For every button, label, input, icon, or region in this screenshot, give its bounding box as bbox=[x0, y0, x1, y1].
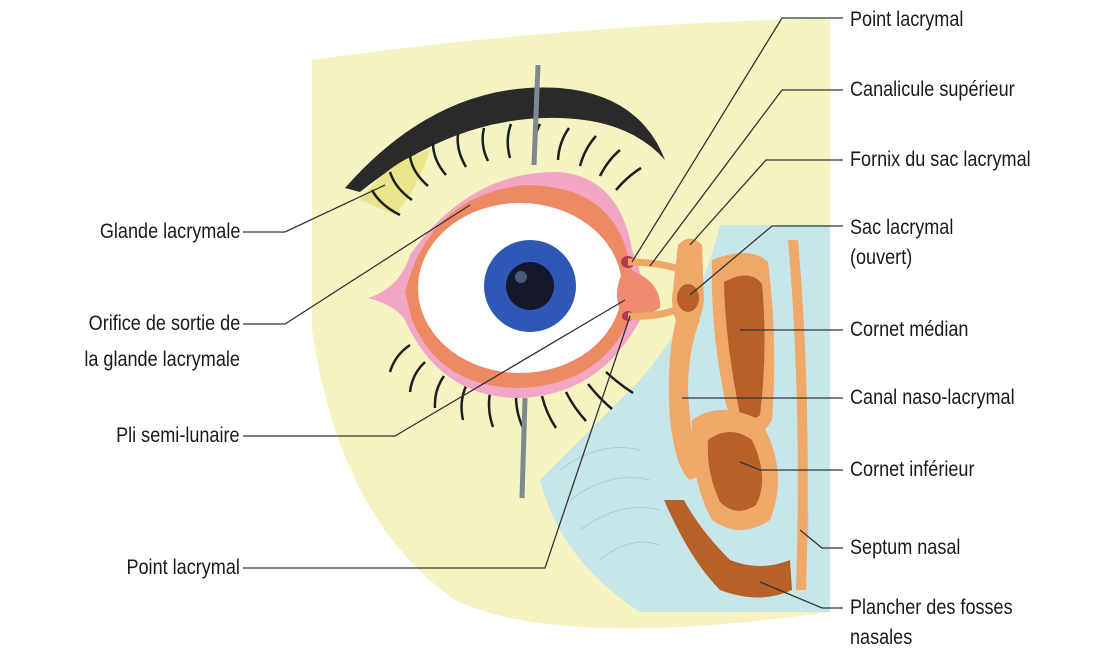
label-canal-naso-lacrymal: Canal naso-lacrymal bbox=[850, 386, 1015, 410]
label-plancher-line2: nasales bbox=[850, 626, 912, 650]
label-septum-nasal: Septum nasal bbox=[850, 536, 960, 560]
label-canalicule-superieur: Canalicule supérieur bbox=[850, 78, 1015, 102]
label-sac-lacrymal-line2: (ouvert) bbox=[850, 246, 912, 270]
label-plancher-line1: Plancher des fosses bbox=[850, 596, 1013, 620]
lower-probe bbox=[522, 398, 525, 498]
label-fornix: Fornix du sac lacrymal bbox=[850, 148, 1031, 172]
pupil-highlight bbox=[515, 271, 527, 283]
label-point-lacrymal-superieur: Point lacrymal bbox=[850, 8, 963, 32]
label-sac-lacrymal-line1: Sac lacrymal bbox=[850, 216, 953, 240]
label-orifice-line2: la glande lacrymale bbox=[84, 348, 240, 372]
label-cornet-inferieur: Cornet inférieur bbox=[850, 458, 974, 482]
sac-opening bbox=[677, 284, 699, 312]
label-orifice-line1: Orifice de sortie de bbox=[88, 312, 240, 336]
label-cornet-median: Cornet médian bbox=[850, 318, 968, 342]
label-pli-semi-lunaire: Pli semi-lunaire bbox=[117, 424, 240, 448]
pupil bbox=[506, 262, 554, 310]
label-point-lacrymal-inferieur: Point lacrymal bbox=[127, 556, 240, 580]
label-glande-lacrymale: Glande lacrymale bbox=[99, 220, 240, 244]
